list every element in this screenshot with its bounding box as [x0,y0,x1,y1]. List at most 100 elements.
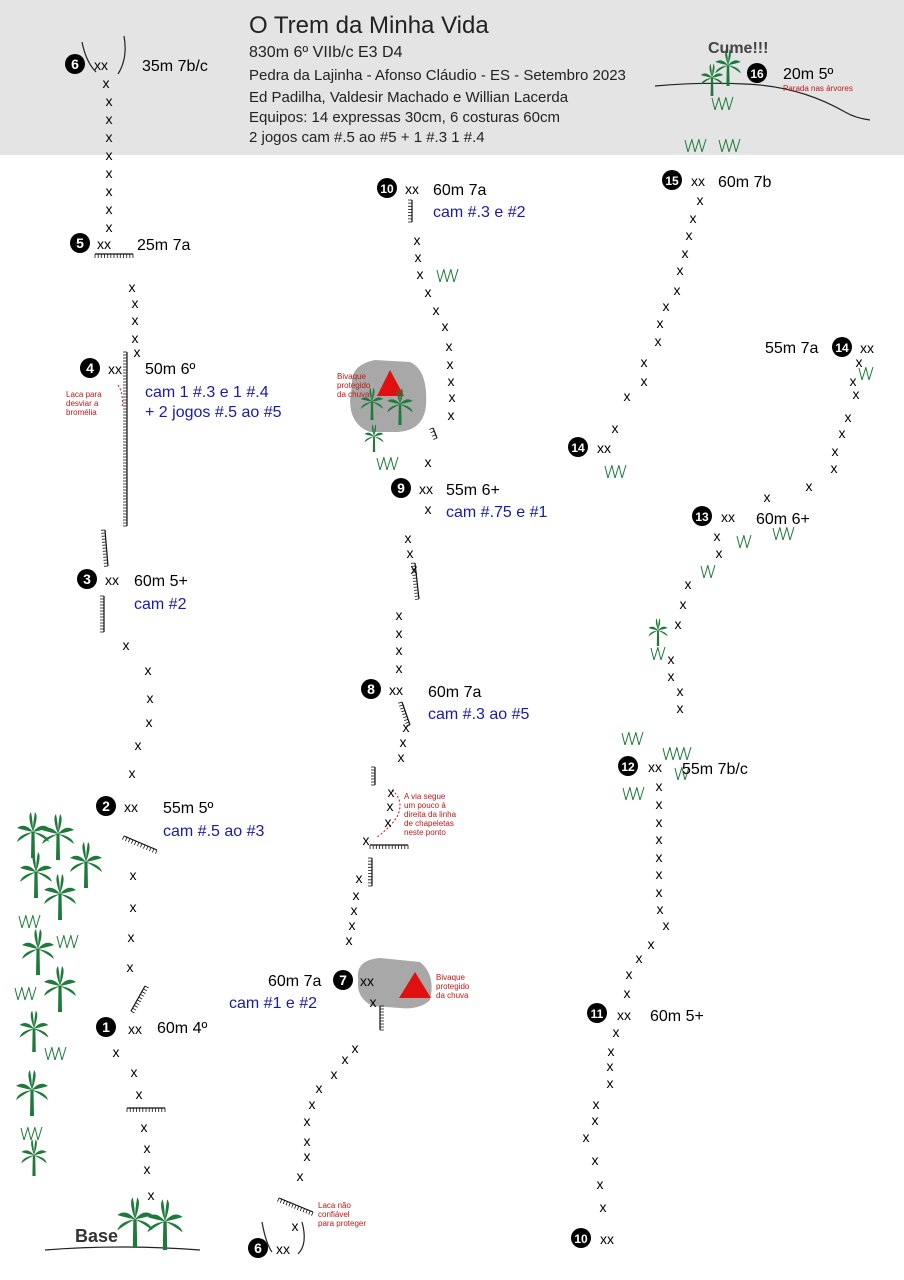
bolt-mark: x [129,765,136,781]
bolt-mark: x [304,1133,311,1149]
note-parada-arvores: Parada nas árvores [783,84,853,93]
anchor-number-badge [96,1017,116,1037]
bolt-mark: x [641,354,648,370]
bolt-mark: x [593,1096,600,1112]
bolt-mark: x [407,545,414,561]
grass-icon [376,456,399,471]
note-via-segue: direita da linha [404,810,457,819]
anchor-number: 14 [571,441,585,455]
pitch-gear-label: cam #1 e #2 [229,995,317,1012]
bolt-mark: x [414,232,421,248]
bolt-mark: x [668,668,675,684]
anchor-bolts: xx [108,361,122,377]
tree-icon [21,1139,47,1176]
tree-icon [70,842,102,888]
bolt-mark: x [370,994,377,1010]
note-bivaque: da chuva [337,390,370,399]
bolt-mark: x [387,798,394,814]
anchor-bolts: xx [128,1021,142,1037]
note-via-segue: um pouco à [404,801,446,810]
bolt-mark: x [607,1075,614,1091]
bolt-mark: x [132,330,139,346]
bolt-mark: x [641,373,648,389]
tree-icon [147,1199,183,1250]
grass-icon [662,746,692,761]
anchor-number: 15 [665,174,679,188]
pitch-info-label: 55m 7a [765,340,818,357]
tree-icon [700,63,724,96]
bolt-mark: x [396,642,403,658]
pitch-gear-label: cam #2 [134,596,187,613]
crack-line [261,1221,305,1255]
bolt-mark: x [146,714,153,730]
tree-icon [20,852,52,898]
pitch-info-label: 60m 5+ [650,1008,704,1025]
grass-icon [650,646,666,661]
bolt-mark: x [134,344,141,360]
bolt-mark: x [398,749,405,765]
bolt-mark: x [415,249,422,265]
pitch-info-label: 50m 6º [145,361,195,378]
gear-ladder-line [123,835,158,851]
bivy-tent-icon [399,972,431,998]
tree-icon [16,1070,48,1116]
bolt-mark: x [850,373,857,389]
anchor-bolts: xx [691,173,705,189]
bolt-mark: x [716,545,723,561]
gear-ladder-ticks [368,857,372,887]
note-laca-bromelia: Laca para [66,390,102,399]
anchor-number-badge [571,1228,591,1248]
tree-icon [44,966,76,1012]
bolt-mark: x [346,932,353,948]
tree-icon [17,812,49,858]
pitch-info-label: 55m 6+ [446,482,500,499]
gear-ladder-ticks [94,254,134,258]
bolt-mark: x [106,219,113,235]
bolt-mark: x [400,734,407,750]
bolt-mark: x [316,1080,323,1096]
pitch-info-label: 60m 5+ [134,573,188,590]
bolt-mark: x [677,700,684,716]
bolt-mark: x [304,1113,311,1129]
bolt-mark: x [600,1199,607,1215]
bolt-mark: x [685,576,692,592]
anchor-bolts: xx [405,181,419,197]
bolt-mark: x [856,354,863,370]
anchor-number-badge [70,233,90,253]
grass-icon [622,786,645,801]
pitch-info-label: 60m 7a [433,182,486,199]
anchor-number-badge [377,178,397,198]
bolt-mark: x [636,950,643,966]
note-via-segue: A via segue [404,792,446,801]
bolt-mark: x [405,530,412,546]
pitch-info-label: 60m 7a [428,684,481,701]
tree-icon [648,618,668,646]
bolt-mark: x [442,318,449,334]
bolt-mark: x [626,966,633,982]
pitch-info-label: 20m 5º [783,66,833,83]
grass-icon [621,731,644,746]
bolt-mark: x [425,454,432,470]
bolt-mark: x [624,985,631,1001]
anchor-number-badge [832,337,852,357]
gear-ladder-ticks [408,199,412,223]
bolt-mark: x [352,1040,359,1056]
grass-icon [674,766,690,781]
bolt-mark: x [831,460,838,476]
bolt-mark: x [123,637,130,653]
anchor-number: 6 [71,56,79,72]
pitch-info-label: 35m 7b/c [142,58,208,75]
anchor-number-badge [747,63,767,83]
gear-ladder-ticks [100,529,109,567]
bolt-mark: x [448,373,455,389]
anchor-number: 13 [695,510,709,524]
pitch-info-label: 55m 7b/c [682,761,748,778]
anchor-number-badge [391,478,411,498]
anchor-bolts: xx [389,682,403,698]
gear-ladder-ticks [380,1005,384,1031]
anchor-bolts: xx [105,572,119,588]
bolt-mark: x [608,1043,615,1059]
note-bivaque: Bivaque [337,372,366,381]
pitch-gear-label: cam #.3 e #2 [433,204,526,221]
bolt-mark: x [656,778,663,794]
